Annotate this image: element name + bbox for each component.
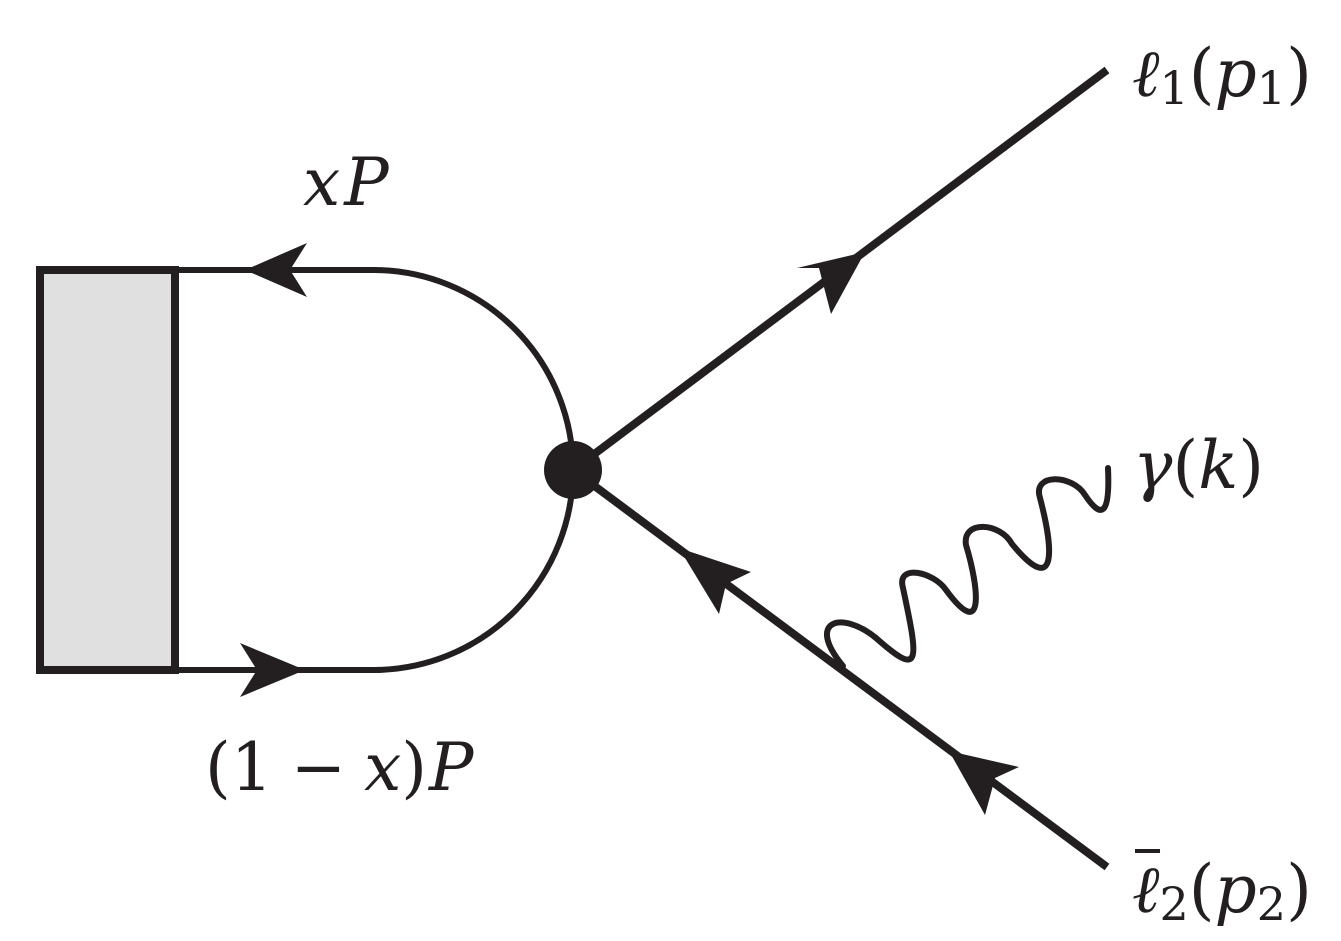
label-top-quark-momentum: xP — [303, 144, 390, 221]
meson-blob — [36, 266, 179, 674]
label-lepton-1: ℓ1(p1) — [1132, 35, 1312, 115]
interaction-vertex — [544, 441, 602, 499]
arrow-bottom-quark — [240, 643, 305, 697]
photon-wavy-line — [824, 465, 1112, 669]
label-bottom-quark-momentum: (1−x)P — [205, 729, 475, 806]
quark-line-top — [175, 267, 576, 471]
arrow-top-quark — [245, 243, 307, 297]
quark-line-bottom — [175, 469, 576, 673]
label-lepton-2: ℓ2(p2) — [1132, 851, 1312, 931]
label-photon: γ(k) — [1133, 427, 1264, 504]
arrow-lepton-2-outer — [949, 751, 1019, 815]
lepton-line-2 — [570, 466, 1110, 871]
arrow-lepton-2-inner — [679, 548, 751, 614]
arrow-lepton-1 — [797, 252, 865, 314]
